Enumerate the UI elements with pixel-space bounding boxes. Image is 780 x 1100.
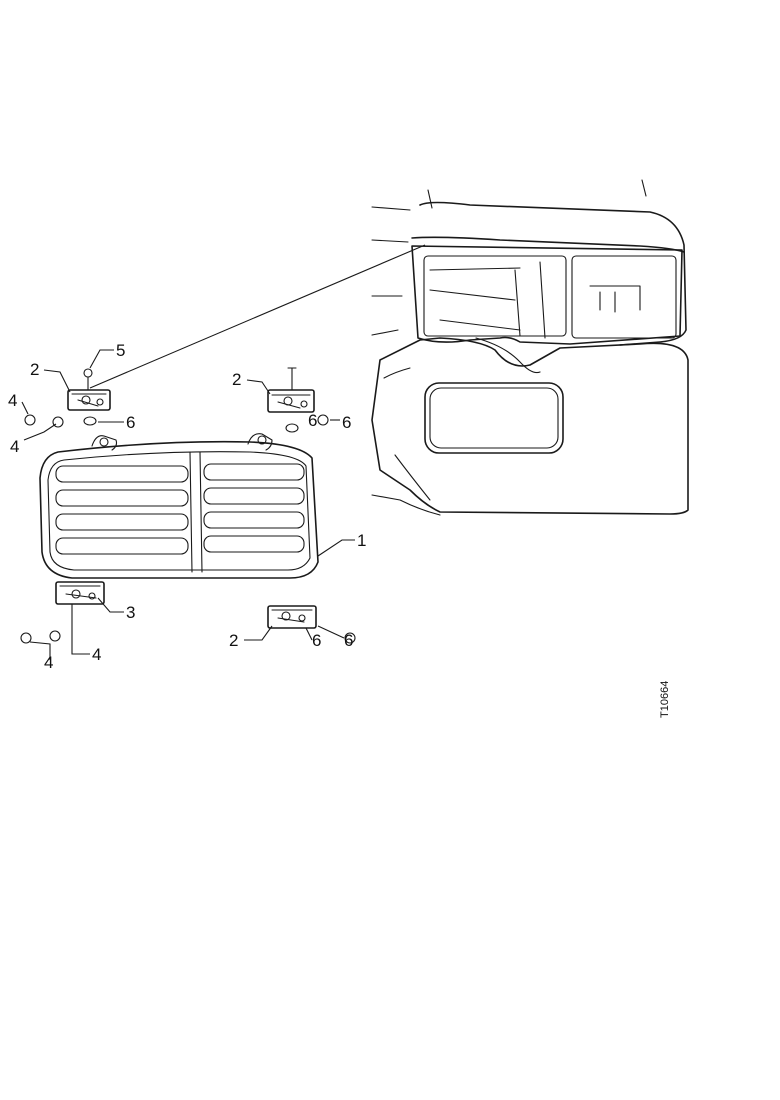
projection-line (89, 244, 426, 389)
callout-4-upper-left-b: 4 (10, 437, 19, 456)
upper-right-bracket (267, 367, 329, 433)
callout-4-upper-left-a: 4 (8, 391, 17, 410)
callout-6-lower-right-a: 6 (312, 631, 321, 650)
leader-lines (21, 349, 355, 660)
truck-front-corner (371, 179, 689, 516)
callout-4-lower-left-b: 4 (92, 645, 101, 664)
callout-6-upper-left: 6 (126, 413, 135, 432)
callout-2-upper-right: 2 (232, 370, 241, 389)
callout-1: 1 (357, 531, 366, 550)
lower-left-bracket (20, 581, 105, 644)
upper-left-bracket (24, 368, 111, 428)
callout-5: 5 (116, 341, 125, 360)
callout-6-upper-right-a: 6 (308, 411, 317, 430)
callout-6-upper-right-b: 6 (342, 413, 351, 432)
callout-4-lower-left-a: 4 (44, 653, 53, 672)
callout-2-upper-left: 2 (30, 360, 39, 379)
reference-number: T10664 (659, 681, 671, 718)
callout-labels: 1 2 2 2 3 4 4 4 4 5 6 6 6 6 6 (8, 341, 366, 672)
lower-right-bracket (267, 605, 356, 644)
grille (39, 433, 319, 579)
callout-6-lower-right-b: 6 (344, 631, 353, 650)
callout-2-lower-right: 2 (229, 631, 238, 650)
callout-3: 3 (126, 603, 135, 622)
